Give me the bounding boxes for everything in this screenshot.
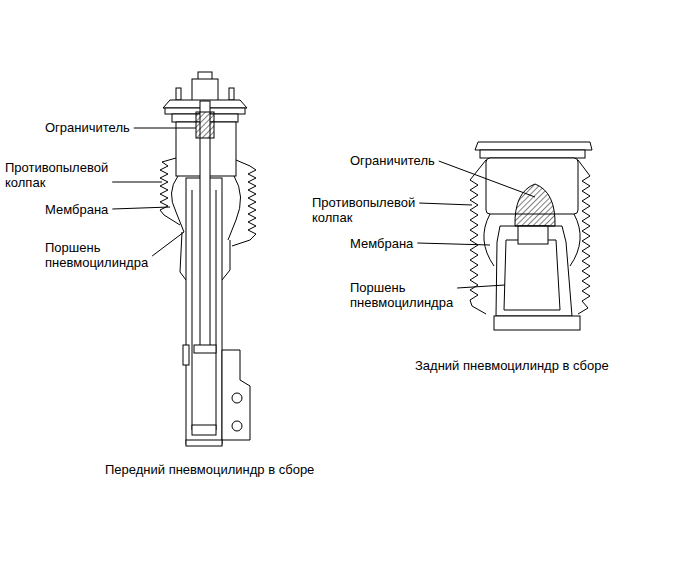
leader-line bbox=[457, 285, 505, 288]
part-label: Ограничитель bbox=[45, 120, 130, 135]
leader-line bbox=[134, 128, 196, 129]
part-label: Поршень пневмоцилиндра bbox=[350, 280, 460, 310]
part-label: Противопылевой колпак bbox=[312, 195, 422, 225]
part-label: Противопылевой колпак bbox=[5, 160, 115, 190]
caption: Передний пневмоцилиндр в сборе bbox=[105, 462, 314, 477]
leader-line bbox=[417, 243, 490, 245]
leader-line bbox=[152, 232, 184, 256]
leader-line bbox=[112, 207, 170, 209]
leader-line bbox=[419, 203, 472, 205]
part-label: Мембрана bbox=[350, 236, 413, 251]
part-label: Ограничитель bbox=[350, 153, 435, 168]
leader-line bbox=[112, 182, 162, 183]
rear-air-spring bbox=[470, 142, 592, 330]
part-label: Поршень пневмоцилиндра bbox=[45, 240, 155, 270]
part-label: Мембрана bbox=[45, 202, 108, 217]
caption: Задний пневмоцилиндр в сборе bbox=[415, 358, 609, 373]
leader-line bbox=[439, 161, 535, 197]
